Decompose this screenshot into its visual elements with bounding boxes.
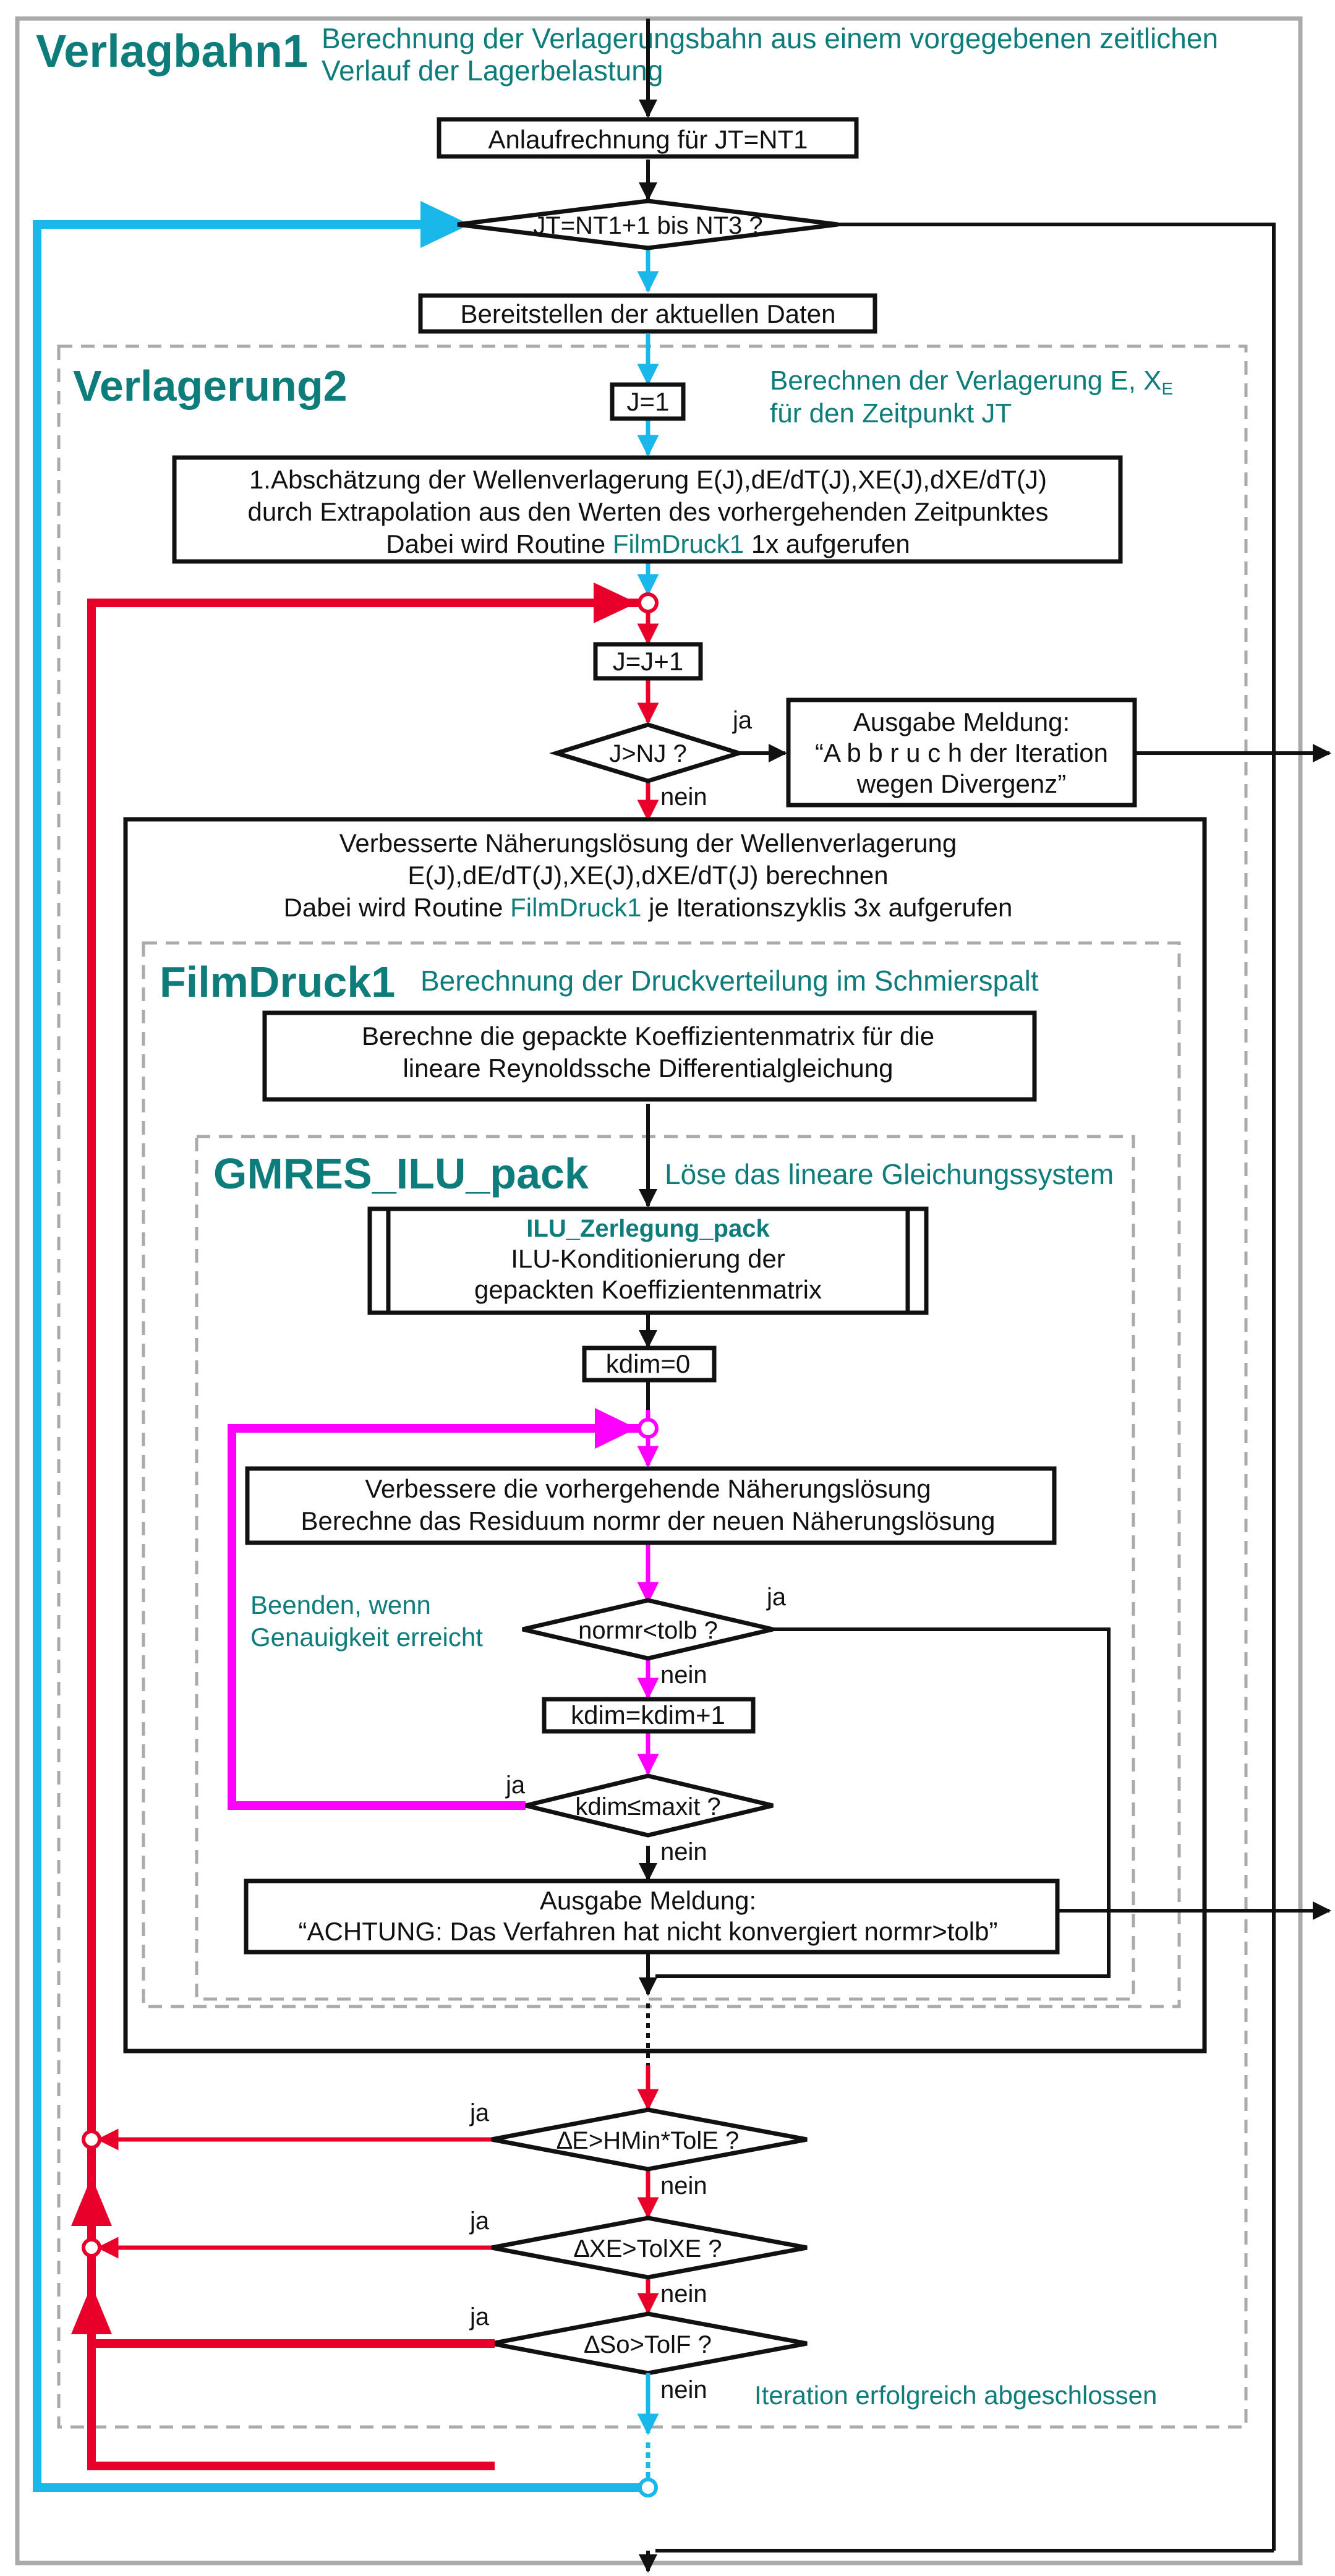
cond-max-nein: nein xyxy=(660,1838,707,1866)
iteration-loop-back xyxy=(87,599,640,2470)
stop-note-line2: Genauigkeit erreicht xyxy=(250,1623,483,1652)
cond-e-label: ∆E>HMin*TolE ? xyxy=(557,2127,740,2154)
up-arrowhead-1 xyxy=(71,2177,112,2226)
cond-tol-ja: ja xyxy=(766,1584,787,1611)
cond-xe-nein: nein xyxy=(660,2280,707,2308)
cond-xe-ja: ja xyxy=(469,2207,490,2235)
cond-nj-diamond xyxy=(549,722,746,783)
data-box xyxy=(418,293,877,334)
estimate-box xyxy=(172,455,1123,564)
gmres-join-node xyxy=(638,1418,659,1439)
gmres-frame xyxy=(195,1135,1135,2001)
filmdruck1-desc: Berechnung der Druckverteilung im Schmie… xyxy=(420,965,1039,997)
matrix-box xyxy=(262,1010,1037,1102)
warn-line1: Ausgabe Meldung: xyxy=(540,1886,756,1915)
cond-max-diamond xyxy=(525,1773,774,1838)
incr-box xyxy=(593,642,703,681)
cond-xe-diamond xyxy=(491,2216,808,2280)
so-loop-line xyxy=(87,2257,495,2348)
tol-exit-line xyxy=(655,1627,1111,1978)
cond-nj-ja: ja xyxy=(732,707,753,734)
cond-tol-label: normr<tolb ? xyxy=(578,1617,718,1644)
kdim-incr-label: kdim=kdim+1 xyxy=(571,1700,725,1729)
cond-so-ja: ja xyxy=(469,2303,490,2331)
init-box-label: J=1 xyxy=(627,387,670,416)
warn-line2: “ACHTUNG: Das Verfahren hat nicht konver… xyxy=(299,1917,998,1946)
loop-cond-diamond xyxy=(457,198,838,250)
gmres-improve-line2: Berechne das Residuum normr der neuen Nä… xyxy=(301,1506,995,1535)
loop-cond-label: JT=NT1+1 bis NT3 ? xyxy=(533,212,762,239)
filmdruck1-title: FilmDruck1 xyxy=(160,958,395,1006)
matrix-line1: Berechne die gepackte Koeffizientenmatri… xyxy=(362,1021,934,1051)
kdim-init-box xyxy=(582,1346,717,1383)
start-box-label: Anlaufrechnung für JT=NT1 xyxy=(488,125,808,154)
init-box xyxy=(610,382,686,421)
ilu-line2: ILU-Konditionierung der xyxy=(511,1244,785,1273)
start-box xyxy=(437,117,859,159)
abort-msg-line3: wegen Divergenz” xyxy=(856,769,1067,798)
cond-e-diamond xyxy=(491,2107,808,2172)
success-label: Iteration erfolgreich abgeschlossen xyxy=(754,2381,1157,2410)
gmres-title: GMRES_ILU_pack xyxy=(213,1149,589,1198)
stop-note-line1: Beenden, wenn xyxy=(250,1590,431,1619)
estimate-line1: 1.Abschätzung der Wellenverlagerung E(J)… xyxy=(249,465,1047,494)
cond-xe-label: ∆XE>TolXE ? xyxy=(574,2235,722,2263)
abort-msg-box xyxy=(786,697,1137,808)
ilu-box xyxy=(367,1206,929,1315)
loop-exit-line xyxy=(838,223,1276,2551)
filmdruck1-link[interactable]: FilmDruck1 xyxy=(613,529,744,558)
verlagerung2-title: Verlagerung2 xyxy=(73,362,348,410)
outer-loop-arrowhead xyxy=(420,201,470,248)
ilu-line3: gepackten Koeffizientenmatrix xyxy=(474,1275,822,1304)
abort-msg-line2: “A b b r u c h der Iteration xyxy=(815,738,1108,767)
verlagbahn1-title: Verlagbahn1 xyxy=(36,25,308,77)
verlagbahn1-frame xyxy=(15,16,1303,2565)
matrix-line2: lineare Reynoldssche Differentialgleichu… xyxy=(403,1054,893,1083)
kdim-incr-box xyxy=(542,1697,756,1734)
filmdruck1-frame xyxy=(142,941,1181,2008)
gmres-improve-box xyxy=(245,1466,1057,1545)
ilu-line1: ILU_Zerlegung_pack xyxy=(526,1215,770,1242)
gmres-loop-arrowhead xyxy=(595,1408,637,1449)
improve-line1: Verbesserte Näherungslösung der Wellenve… xyxy=(339,829,957,858)
estimate-line3: Dabei wird Routine FilmDruck1 1x aufgeru… xyxy=(386,529,910,558)
cond-so-label: ∆So>TolF ? xyxy=(584,2331,712,2358)
verlagbahn1-desc-line2: Verlauf der Lagerbelastung xyxy=(322,54,663,87)
kdim-init-label: kdim=0 xyxy=(606,1349,691,1378)
outer-loop-back xyxy=(33,220,648,2492)
gmres-loop-back xyxy=(228,1424,640,1810)
verlagerung2-desc-line2: für den Zeitpunkt JT xyxy=(770,398,1012,429)
filmdruck1-link-2[interactable]: FilmDruck1 xyxy=(510,893,641,922)
warn-box xyxy=(244,1879,1060,1955)
abort-msg-line1: Ausgabe Meldung: xyxy=(853,707,1070,736)
estimate-line2: durch Extrapolation aus den Werten des v… xyxy=(247,497,1048,526)
iteration-join-node xyxy=(638,592,659,613)
cond-e-nein: nein xyxy=(660,2172,707,2199)
cond-max-ja: ja xyxy=(505,1772,526,1799)
cond-e-ja: ja xyxy=(469,2099,490,2126)
cond-nj-nein: nein xyxy=(660,783,707,811)
verlagbahn1-desc-line1: Berechnung der Verlagerungsbahn aus eine… xyxy=(322,22,1218,54)
cond-tol-nein: nein xyxy=(660,1661,707,1689)
outer-join-node xyxy=(638,2478,658,2497)
verlagerung2-desc-line1: Berechnen der Verlagerung E, XE xyxy=(770,365,1173,398)
incr-box-label: J=J+1 xyxy=(613,647,683,676)
cond-so-nein: nein xyxy=(660,2376,707,2403)
improve-line2: E(J),dE/dT(J),XE(J),dXE/dT(J) berechnen xyxy=(407,861,888,890)
improve-line3: Dabei wird Routine FilmDruck1 je Iterati… xyxy=(284,893,1013,922)
gmres-desc: Löse das lineare Gleichungssystem xyxy=(665,1158,1114,1190)
cond-max-label: kdim≤maxit ? xyxy=(575,1793,720,1820)
join-node-xe xyxy=(82,2238,101,2258)
cond-tol-diamond xyxy=(522,1598,774,1661)
join-node-e xyxy=(82,2130,101,2149)
gmres-improve-line1: Verbessere die vorhergehende Näherungslö… xyxy=(365,1474,931,1503)
improve-box xyxy=(123,817,1207,2054)
iteration-loop-arrowhead xyxy=(594,582,637,623)
cond-nj-label: J>NJ ? xyxy=(609,740,687,767)
data-box-label: Bereitstellen der aktuellen Daten xyxy=(460,299,835,328)
